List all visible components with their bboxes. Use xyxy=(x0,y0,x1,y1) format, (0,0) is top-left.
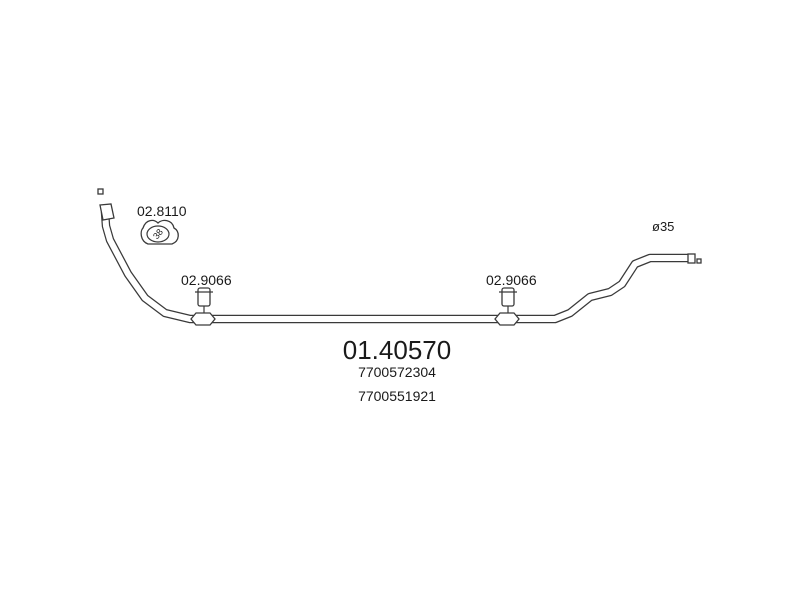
oem-number: 7700572304 xyxy=(358,364,436,380)
oem-number: 7700551921 xyxy=(358,388,436,404)
hanger-icon xyxy=(190,287,216,326)
hanger-icon xyxy=(494,287,520,326)
part-number: 01.40570 xyxy=(343,335,451,365)
diameter-label: ø35 xyxy=(652,219,674,234)
clamp-size-label: 38 xyxy=(151,227,165,241)
pipe-inlet-end xyxy=(97,188,115,221)
clamp-icon: 38 xyxy=(140,219,179,245)
pipe-outlet-end xyxy=(687,253,702,264)
hanger-code-label: 02.9066 xyxy=(486,272,537,288)
exhaust-pipe xyxy=(100,211,692,324)
clamp-code-label: 02.8110 xyxy=(137,203,187,219)
hanger-code-label: 02.9066 xyxy=(181,272,232,288)
